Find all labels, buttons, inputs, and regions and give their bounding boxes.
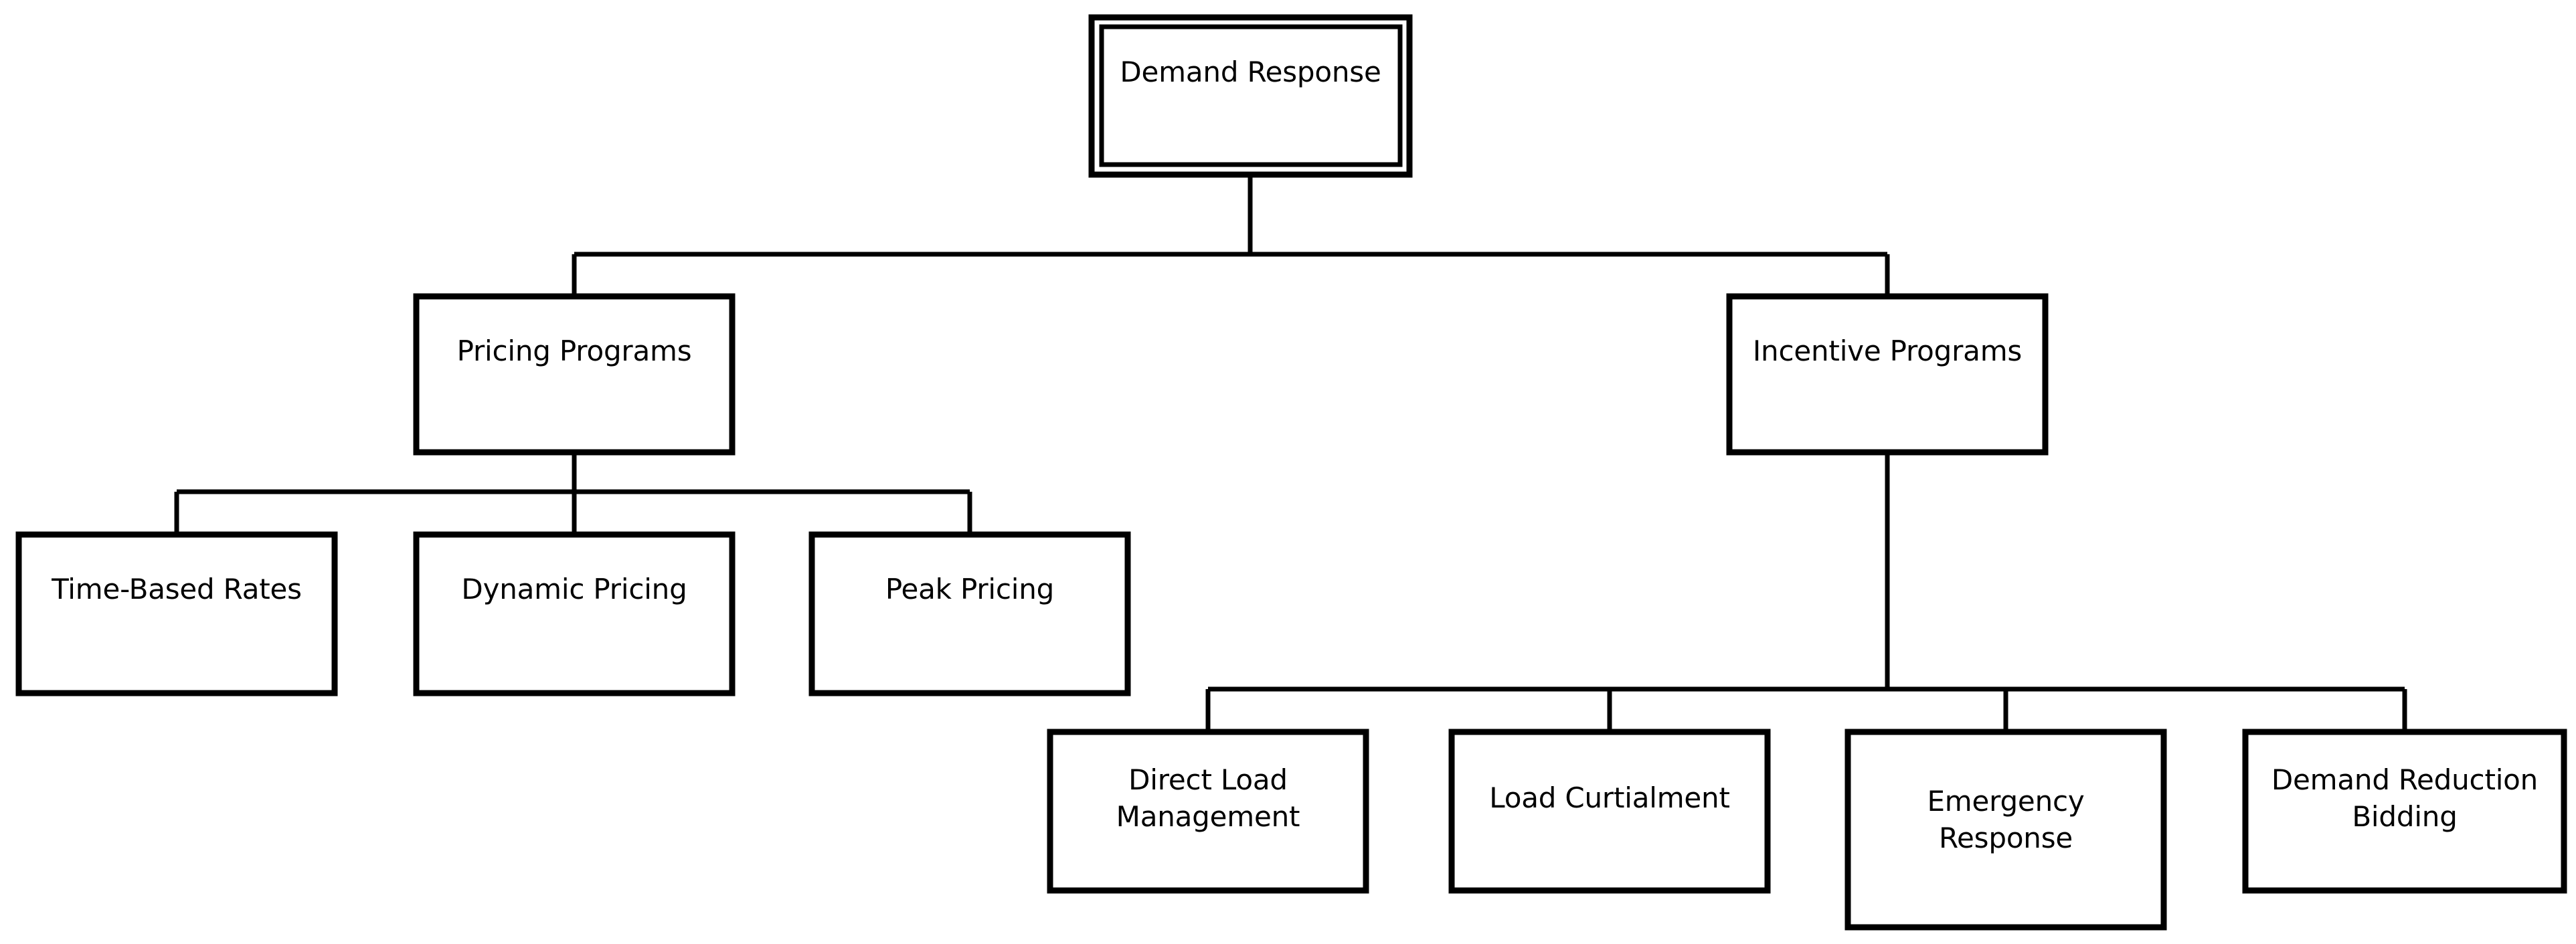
node-box-incentive-programs[interactable]	[1726, 293, 2049, 456]
node-box-direct-load-management[interactable]	[1047, 729, 1369, 894]
node-box-time-based-rates[interactable]	[15, 531, 338, 696]
node-box-demand-reduction-bidding[interactable]	[2242, 729, 2567, 894]
node-box-emergency-response[interactable]	[1844, 729, 2167, 931]
node-box-dynamic-pricing[interactable]	[413, 531, 736, 696]
node-box-load-curtialment[interactable]	[1448, 729, 1771, 894]
node-box-peak-pricing[interactable]	[808, 531, 1131, 696]
node-box-pricing-programs[interactable]	[413, 293, 736, 456]
node-box-root-inner	[1099, 24, 1403, 167]
